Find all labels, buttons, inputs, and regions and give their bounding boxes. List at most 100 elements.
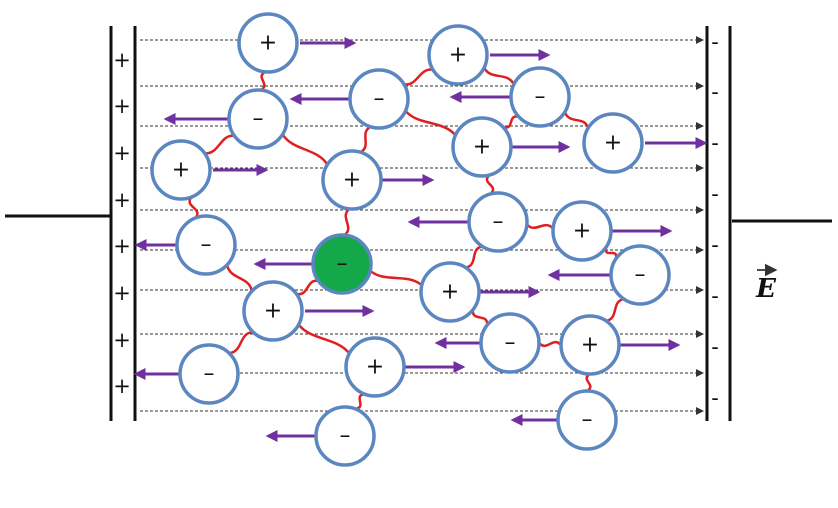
left-plate-sign: + xyxy=(113,188,131,212)
ion-circle xyxy=(237,12,299,74)
ion-circle xyxy=(150,139,212,201)
ion-sign: + xyxy=(366,355,384,380)
positive-ion: + xyxy=(242,280,304,342)
ion-sign: – xyxy=(340,424,351,449)
ion-circle xyxy=(175,214,237,276)
positive-ion: + xyxy=(451,116,513,178)
bond xyxy=(526,223,554,230)
bond xyxy=(229,330,253,355)
right-plate-sign: - xyxy=(711,131,719,155)
bond xyxy=(188,197,199,218)
positive-ion: + xyxy=(321,149,383,211)
right-plate-signs: -------- xyxy=(711,30,719,410)
right-plate-sign: - xyxy=(711,80,719,104)
ions: ++–––++++–+–––++––++–– xyxy=(150,12,671,467)
ion-circle xyxy=(242,280,304,342)
bond xyxy=(360,126,371,153)
bond xyxy=(344,208,350,236)
ion-circle xyxy=(314,405,376,467)
positive-ion: + xyxy=(237,12,299,74)
right-plate xyxy=(705,26,732,421)
force-arrows xyxy=(133,37,708,442)
left-plate xyxy=(109,26,137,421)
left-plate-signs: + + + + + + + + xyxy=(113,48,131,398)
positive-ion: + xyxy=(582,112,644,174)
bond xyxy=(226,265,253,291)
left-plate-sign: + xyxy=(113,234,131,258)
ion-sign: – xyxy=(337,252,348,277)
ion-circle xyxy=(467,191,529,253)
ion-circle xyxy=(556,389,618,451)
ion-sign: + xyxy=(441,280,459,305)
bond xyxy=(370,270,422,286)
bond xyxy=(297,279,318,296)
bond xyxy=(485,175,495,194)
ion-sign: – xyxy=(374,87,385,112)
right-plate-sign: - xyxy=(711,30,719,54)
negative-ion: – xyxy=(175,214,237,276)
right-plate-sign: - xyxy=(711,335,719,359)
bonds xyxy=(188,67,624,410)
negative-ion: – xyxy=(314,405,376,467)
bond xyxy=(405,110,456,136)
ion-sign: – xyxy=(204,362,215,387)
negative-ion: – xyxy=(479,312,541,374)
ion-circle xyxy=(419,261,481,323)
bond xyxy=(471,311,489,324)
bond xyxy=(539,340,561,348)
bond xyxy=(205,134,234,155)
ion-circle xyxy=(582,112,644,174)
bond xyxy=(298,324,350,354)
field-label-text: E xyxy=(755,274,777,304)
ion-circle xyxy=(451,116,513,178)
ion-sign: – xyxy=(535,85,546,110)
ion-sign: + xyxy=(343,168,361,193)
negative-ion: – xyxy=(609,244,671,306)
ion-circle xyxy=(321,149,383,211)
ion-sign: – xyxy=(582,408,593,433)
bond xyxy=(282,134,328,165)
left-plate-sign: + xyxy=(113,141,131,165)
ion-sign: – xyxy=(635,263,646,288)
bond xyxy=(585,373,592,392)
ion-sign: + xyxy=(573,219,591,244)
right-plate-sign: - xyxy=(711,386,719,410)
ion-sign: – xyxy=(201,233,212,258)
left-plate-sign: + xyxy=(113,281,131,305)
ion-circle xyxy=(427,24,489,86)
bond xyxy=(606,298,624,322)
ion-circle xyxy=(609,244,671,306)
negative-ion-highlighted: – xyxy=(311,233,373,295)
ion-circle xyxy=(227,88,289,150)
left-plate-sign: + xyxy=(113,328,131,352)
positive-ion: + xyxy=(344,336,406,398)
positive-ion: + xyxy=(419,261,481,323)
ion-circle xyxy=(311,233,373,295)
ion-sign: + xyxy=(264,299,282,324)
ion-circle xyxy=(509,66,571,128)
ion-sign: – xyxy=(493,210,504,235)
positive-ion: + xyxy=(559,314,621,376)
bond xyxy=(405,68,432,86)
negative-ion: – xyxy=(178,343,240,405)
positive-ion: + xyxy=(427,24,489,86)
ion-sign: – xyxy=(505,331,516,356)
positive-ion: + xyxy=(551,200,613,262)
left-plate-sign: + xyxy=(113,374,131,398)
ion-sign: + xyxy=(259,31,277,56)
bond xyxy=(260,71,266,91)
bond xyxy=(356,393,364,410)
bond xyxy=(504,115,518,129)
negative-ion: – xyxy=(348,68,410,130)
ion-sign: + xyxy=(172,158,190,183)
bond xyxy=(466,245,482,269)
negative-ion: – xyxy=(227,88,289,150)
ion-circle xyxy=(348,68,410,130)
negative-ion: – xyxy=(509,66,571,128)
left-plate-sign: + xyxy=(113,48,131,72)
positive-ion: + xyxy=(150,139,212,201)
right-plate-sign: - xyxy=(711,182,719,206)
left-plate-sign: + xyxy=(113,94,131,118)
right-plate-sign: - xyxy=(711,233,719,257)
